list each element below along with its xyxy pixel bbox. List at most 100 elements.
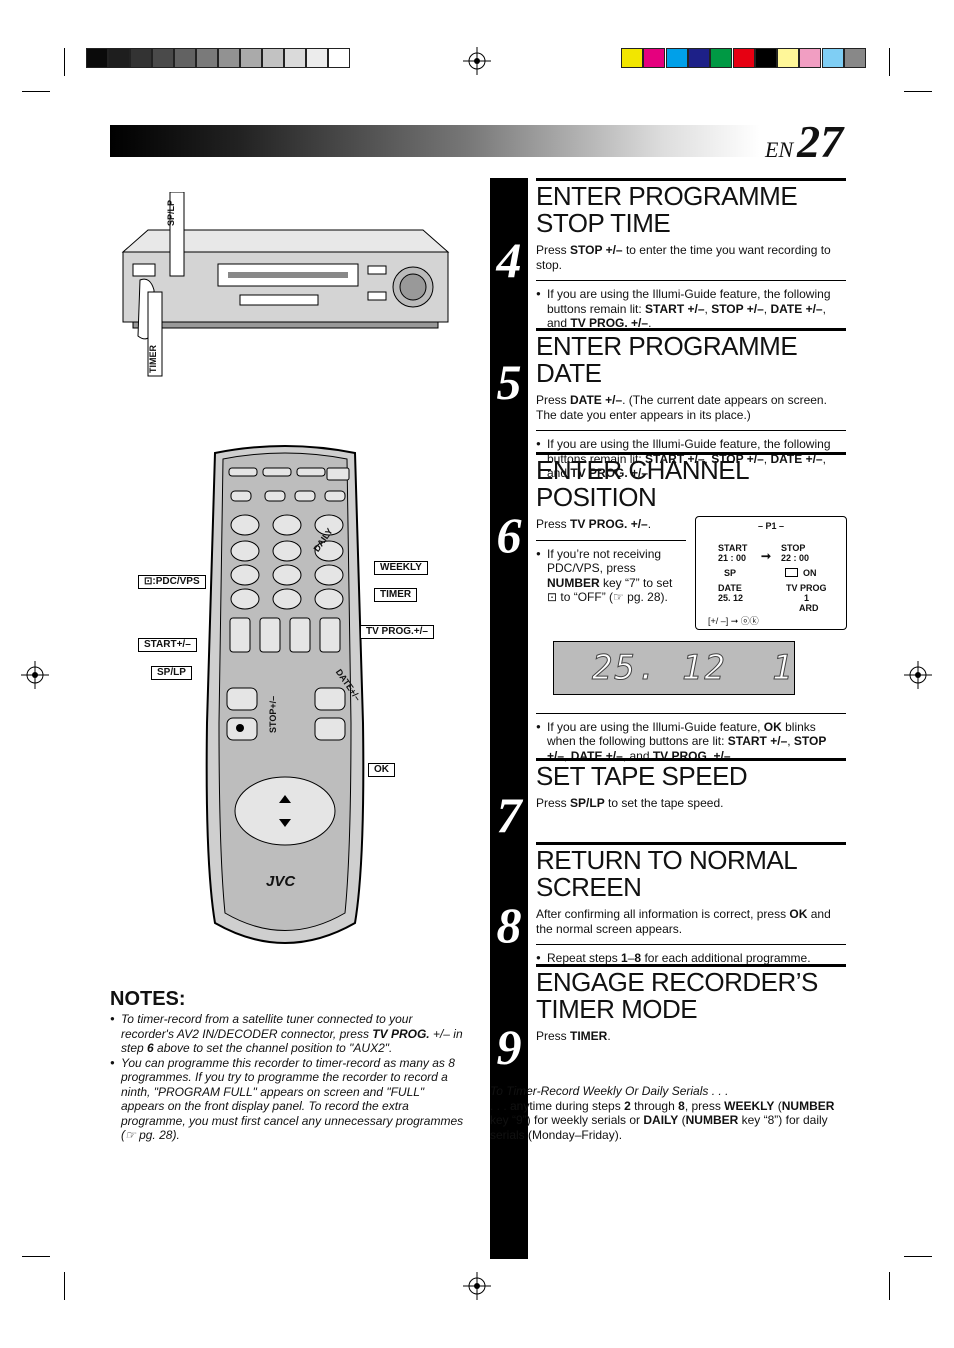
divider bbox=[536, 280, 846, 281]
step-text: Press TIMER. bbox=[536, 1029, 611, 1043]
start-label: START+/– bbox=[138, 638, 197, 652]
color-swatch bbox=[643, 48, 666, 68]
step-bullet: If you are using the Illumi-Guide featur… bbox=[536, 437, 845, 481]
color-swatch bbox=[844, 48, 866, 68]
divider bbox=[536, 430, 846, 431]
arrow-right-icon: ➞ bbox=[761, 549, 772, 563]
step-title: SET TAPE SPEED bbox=[536, 761, 748, 791]
step-text: Press TV PROG. +/–. bbox=[536, 517, 652, 531]
crop-mark bbox=[904, 1256, 932, 1257]
step-bullet: If you are using the Illumi-Guide featur… bbox=[536, 287, 845, 331]
crop-mark bbox=[904, 91, 932, 92]
crop-mark bbox=[889, 48, 890, 76]
color-swatch bbox=[777, 48, 800, 68]
front-display-panel: 25. 12 1 bbox=[553, 641, 795, 695]
step-number: 7 bbox=[496, 787, 522, 843]
registration-mark-icon bbox=[21, 661, 49, 689]
color-swatch bbox=[687, 48, 710, 68]
gray-swatch bbox=[196, 48, 218, 68]
step-text: Press DATE +/–. (The current date appear… bbox=[536, 393, 827, 422]
remote-control-illustration bbox=[205, 445, 365, 944]
osd-stop-value: 22 : 00 bbox=[781, 553, 810, 563]
crop-mark bbox=[22, 91, 50, 92]
osd-nav: [+/ –] ➞ ⓞⓚ bbox=[708, 616, 759, 626]
divider bbox=[536, 539, 686, 541]
gray-swatch bbox=[240, 48, 262, 68]
step-title: ENTER PROGRAMME DATE bbox=[536, 331, 798, 388]
notes-heading: NOTES: bbox=[110, 988, 186, 1010]
gray-swatch bbox=[284, 48, 306, 68]
osd-date-value: 25. 12 bbox=[718, 593, 744, 603]
osd-speed: SP bbox=[724, 568, 737, 578]
gray-swatch bbox=[130, 48, 152, 68]
note-item: You can programme this recorder to timer… bbox=[110, 1056, 466, 1143]
jvc-logo: JVC bbox=[266, 873, 296, 890]
osd-tvprog-label: TV PROG bbox=[786, 583, 827, 593]
crop-mark bbox=[22, 1256, 50, 1257]
osd-tvprog-name: ARD bbox=[799, 603, 819, 613]
page-number: EN 27 bbox=[765, 115, 843, 168]
step-bullet: Repeat steps 1–8 for each additional pro… bbox=[536, 951, 845, 966]
step-section: ENTER PROGRAMME DATE Press DATE +/–. (The… bbox=[536, 328, 846, 481]
step-text: Press STOP +/– to enter the time you wan… bbox=[536, 243, 831, 272]
gray-swatch bbox=[108, 48, 130, 68]
on-screen-display: – P1 – START 21 : 00 ➞ STOP 22 : 00 SP O… bbox=[695, 516, 847, 630]
vcr-illustration bbox=[121, 192, 450, 377]
color-swatch bbox=[621, 48, 643, 68]
crop-mark bbox=[64, 48, 65, 76]
stop-label: STOP+/– bbox=[268, 695, 278, 733]
step-title: ENTER CHANNEL POSITION bbox=[536, 455, 749, 512]
page-number-value: 27 bbox=[797, 116, 844, 167]
gray-swatch bbox=[328, 48, 350, 68]
step-title: RETURN TO NORMAL SCREEN bbox=[536, 845, 797, 902]
serials-tip-body: . . . anytime during steps 2 through 8, … bbox=[490, 1098, 835, 1142]
vcr-splp-label: SP/LP bbox=[166, 199, 176, 226]
step-bullet: If you are using the Illumi-Guide featur… bbox=[536, 720, 845, 764]
step-number: 6 bbox=[496, 507, 522, 563]
header-gradient-bar bbox=[110, 125, 760, 157]
crop-mark bbox=[889, 1272, 890, 1300]
gray-swatch bbox=[174, 48, 196, 68]
serials-tip-title: To Timer-Record Weekly Or Daily Serials … bbox=[490, 1084, 729, 1098]
pdc-vps-label: ⊡:PDC/VPS bbox=[138, 575, 206, 589]
color-swatch bbox=[821, 48, 844, 68]
step-section: ENGAGE RECORDER’S TIMER MODE Press TIMER. bbox=[536, 964, 846, 1044]
step-column bbox=[490, 178, 528, 1259]
color-swatch bbox=[732, 48, 755, 68]
gray-swatch bbox=[152, 48, 174, 68]
gray-swatch bbox=[306, 48, 328, 68]
gray-swatch bbox=[262, 48, 284, 68]
divider bbox=[536, 944, 846, 945]
osd-vps: ON bbox=[803, 568, 817, 578]
osd-tvprog-value: 1 bbox=[804, 593, 810, 603]
step-text: Press SP/LP to set the tape speed. bbox=[536, 796, 724, 810]
step-title: ENGAGE RECORDER’S TIMER MODE bbox=[536, 967, 818, 1024]
osd-start-label: START bbox=[718, 543, 748, 553]
gray-swatch bbox=[218, 48, 240, 68]
serials-tip: To Timer-Record Weekly Or Daily Serials … bbox=[490, 1084, 846, 1142]
step-number: 9 bbox=[496, 1019, 522, 1075]
lcd-channel: 1 bbox=[771, 648, 793, 689]
divider bbox=[536, 712, 846, 714]
step-number: 5 bbox=[496, 354, 522, 410]
remote-timer-label: TIMER bbox=[374, 588, 418, 602]
remote-splp-label: SP/LP bbox=[151, 666, 192, 680]
registration-mark-icon bbox=[463, 47, 491, 75]
color-swatch bbox=[799, 48, 822, 68]
vps-icon bbox=[785, 568, 798, 577]
vcr-timer-label: TIMER bbox=[148, 345, 158, 373]
note-item: To timer-record from a satellite tuner c… bbox=[110, 1012, 466, 1056]
notes-list: To timer-record from a satellite tuner c… bbox=[110, 1012, 466, 1143]
color-swatch bbox=[754, 48, 777, 68]
osd-stop-label: STOP bbox=[781, 543, 806, 553]
crop-mark bbox=[64, 1272, 65, 1300]
registration-mark-icon bbox=[904, 661, 932, 689]
step-bullet: If you’re not receiving PDC/VPS, press N… bbox=[536, 547, 685, 605]
step-number: 8 bbox=[496, 897, 522, 953]
color-swatch bbox=[665, 48, 688, 68]
osd-header: – P1 – bbox=[758, 521, 785, 531]
registration-mark-icon bbox=[463, 1272, 491, 1300]
osd-date-label: DATE bbox=[718, 583, 742, 593]
